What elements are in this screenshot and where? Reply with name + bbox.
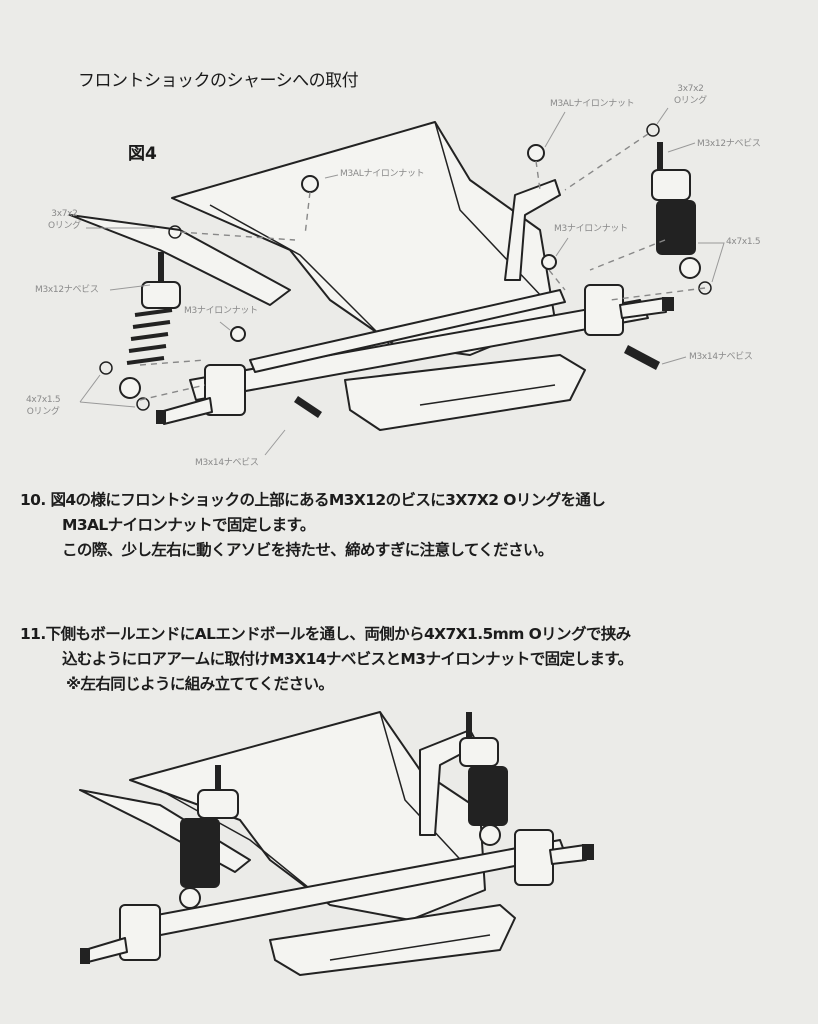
step-line: 込むようにロアアームに取付けM3X14ナベビスとM3ナイロンナットで固定します。 [62,650,633,668]
step-line: 図4の様にフロントショックの上部にあるM3X12のビスに3X7X2 Oリングを通… [50,491,606,509]
label-oring-size: 3x7x2 [677,84,704,94]
chassis-tray [344,354,586,431]
label-m3x12-screw-left: M3x12ナベビス [35,285,99,295]
body-shell [171,121,556,356]
label-nylon-nut-left: M3ナイロンナット [184,306,258,316]
figure-label: 図4 [128,144,157,164]
step-number: 11. [20,625,46,643]
label-oring-4x7-right: 4x7x1.5 [726,237,761,247]
label-m3x14-screw-left: M3x14ナベビス [195,458,259,468]
left-hub [204,364,246,416]
figure-4-exploded-diagram [69,107,725,456]
label-oring-name: Oリング [674,96,707,106]
label-oring-size: 4x7x1.5 [26,395,61,405]
section-title: フロントショックのシャーシへの取付 [78,71,359,91]
step-line: M3ALナイロンナットで固定します。 [62,516,315,534]
shock-tower [504,179,561,281]
label-oring-3x7x2-left: 3x7x2 Oリング [48,208,81,232]
label-oring-name: Oリング [26,407,60,417]
label-m3x14-screw-right: M3x14ナベビス [689,352,753,362]
right-hub [584,284,624,336]
step-10: 10. 図4の様にフロントショックの上部にあるM3X12のビスに3X7X2 Oリ… [20,488,606,563]
label-al-nylon-nut-right: M3ALナイロンナット [550,99,635,109]
lower-arm [189,299,649,401]
upper-arm [249,289,566,373]
label-m3x12-screw-right: M3x12ナベビス [697,139,761,149]
label-al-nylon-nut-center: M3ALナイロンナット [340,169,425,179]
step-number: 10. [20,491,46,509]
front-wing [69,214,291,306]
step-line: この際、少し左右に動くアソビを持たせ、締めすぎに注意してください。 [62,541,553,559]
label-nylon-nut-right: M3ナイロンナット [554,224,628,234]
label-oring-4x7-left: 4x7x1.5 Oリング [26,394,61,418]
left-shock [119,252,181,399]
step-line: ※左右同じように組み立ててください。 [66,675,334,693]
step-line: 下側もボールエンドにALエンドボールを通し、両側から4X7X1.5mm Oリング… [45,625,631,643]
right-shock [651,142,701,279]
label-oring-size: 3x7x2 [51,209,78,219]
step-11: 11.下側もボールエンドにALエンドボールを通し、両側から4X7X1.5mm O… [20,622,633,697]
label-oring-name: Oリング [48,221,81,231]
label-oring-3x7x2-right: 3x7x2 Oリング [674,83,707,107]
